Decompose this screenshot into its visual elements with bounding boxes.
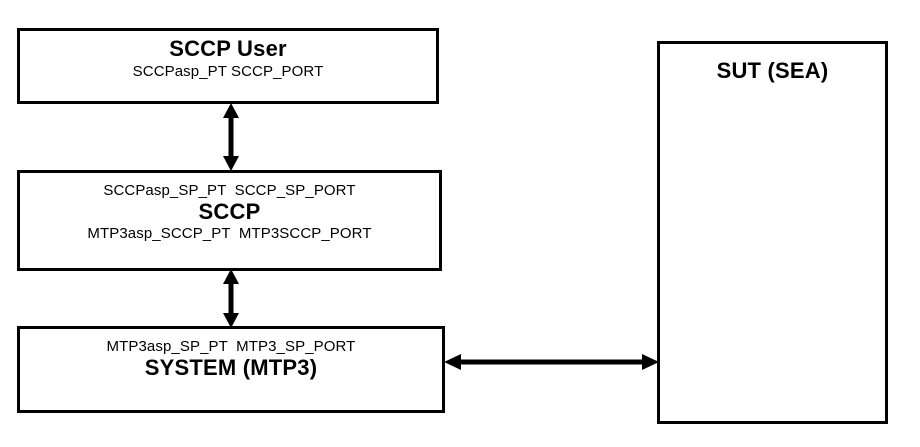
box-system-mtp3: MTP3asp_SP_PT MTP3_SP_PORT SYSTEM (MTP3) bbox=[17, 326, 445, 413]
box-sccp: SCCPasp_SP_PT SCCP_SP_PORT SCCP MTP3asp_… bbox=[17, 170, 442, 271]
double-arrow-vertical-icon bbox=[223, 269, 239, 328]
arrow-sccp-to-system-mtp3 bbox=[216, 269, 246, 328]
box-system-mtp3-ports: MTP3asp_SP_PT MTP3_SP_PORT bbox=[106, 338, 356, 356]
arrow-system-mtp3-to-sut bbox=[444, 350, 659, 374]
box-sut: SUT (SEA) bbox=[657, 41, 888, 424]
box-sccp-user: SCCP User SCCPasp_PT SCCP_PORT bbox=[17, 28, 439, 104]
box-sccp-upper-ports: SCCPasp_SP_PT SCCP_SP_PORT bbox=[103, 181, 356, 199]
arrow-sccp-user-to-sccp bbox=[216, 103, 246, 171]
box-sccp-lower-ports: MTP3asp_SCCP_PT MTP3SCCP_PORT bbox=[87, 224, 372, 242]
box-sccp-user-ports: SCCPasp_PT SCCP_PORT bbox=[132, 62, 324, 80]
box-sccp-title: SCCP bbox=[198, 199, 261, 225]
double-arrow-horizontal-icon bbox=[444, 354, 659, 370]
box-sut-title: SUT (SEA) bbox=[716, 58, 829, 83]
box-system-mtp3-title: SYSTEM (MTP3) bbox=[144, 355, 318, 381]
double-arrow-vertical-icon bbox=[223, 103, 239, 171]
box-sccp-user-title: SCCP User bbox=[169, 36, 287, 62]
